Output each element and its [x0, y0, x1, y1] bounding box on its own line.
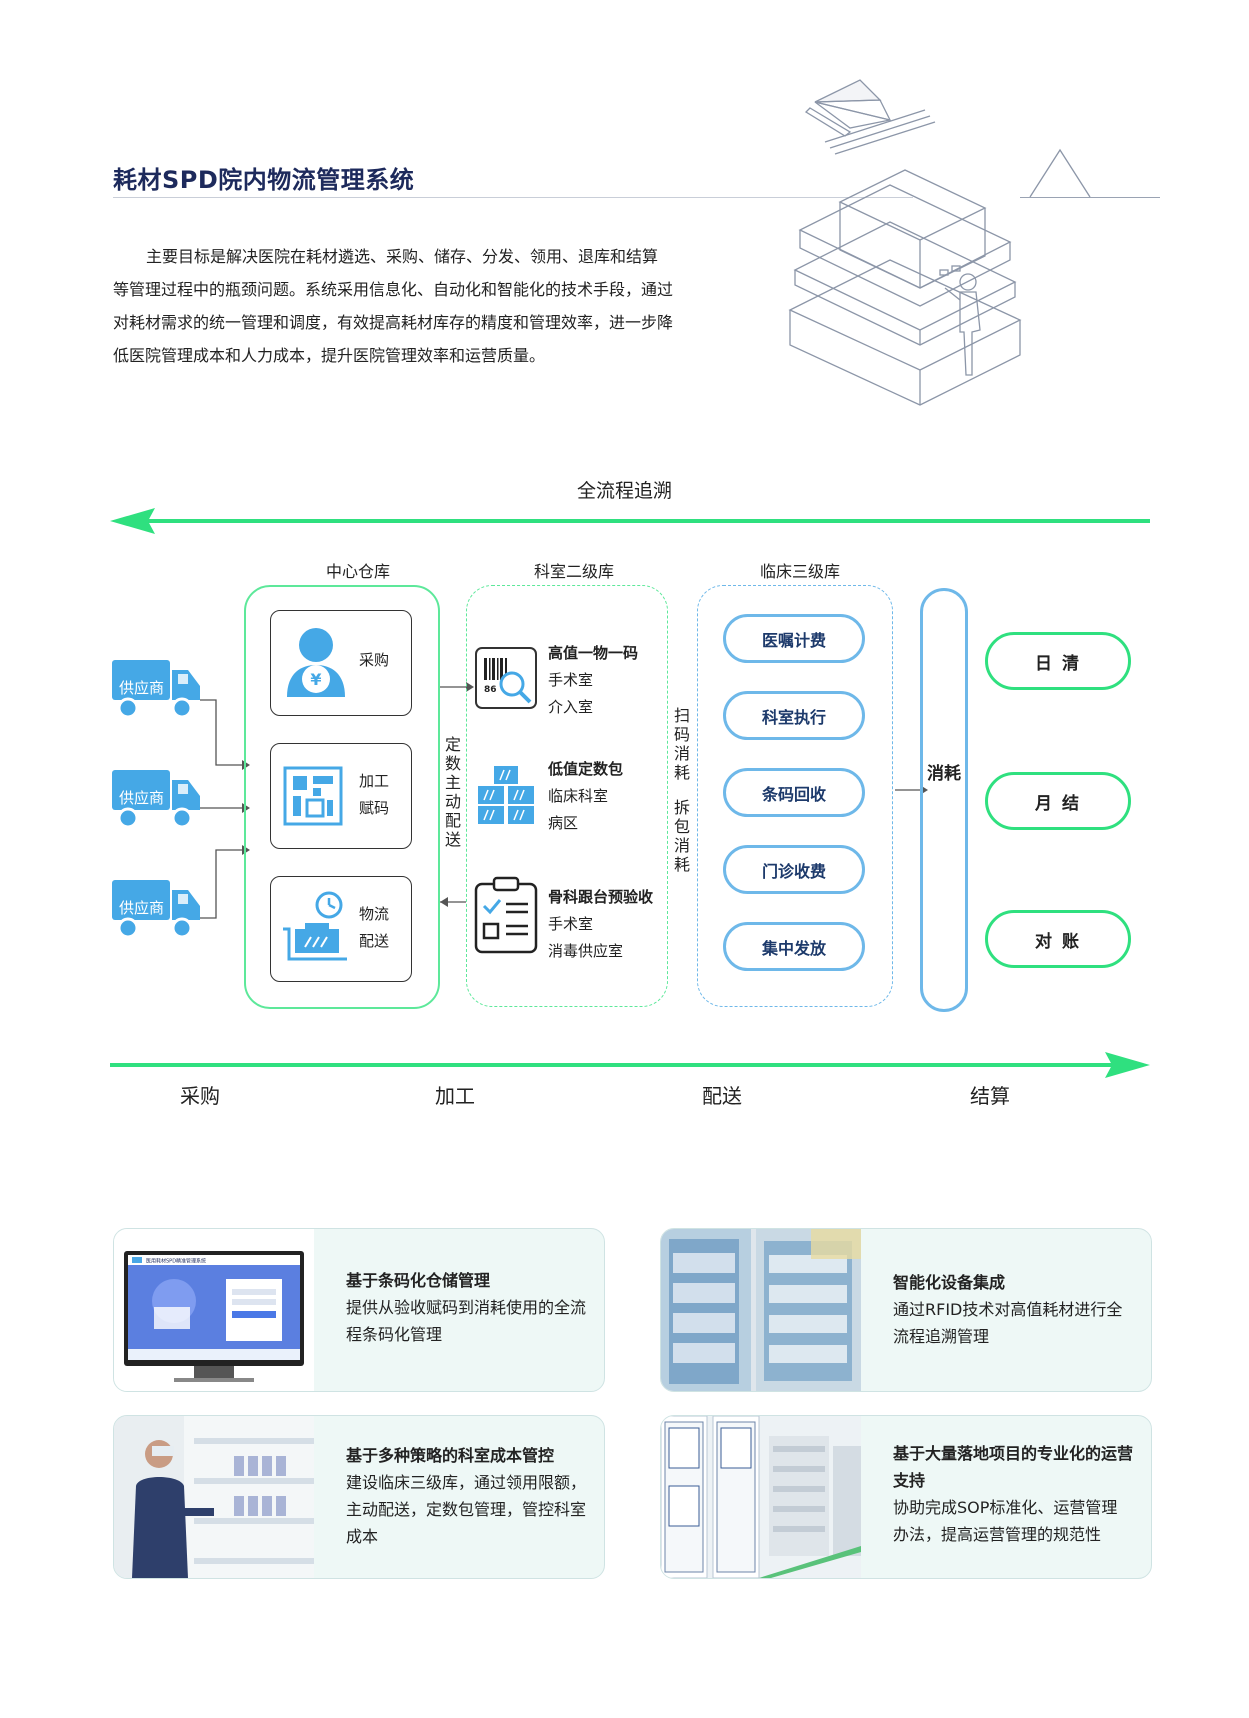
dept-item-high-value: 高值一物一码 手术室 介入室 — [548, 640, 638, 721]
isometric-warehouse-illustration — [788, 79, 1091, 406]
central-warehouse-box — [244, 585, 440, 1009]
unpack-consume-label: 拆包消耗 — [673, 798, 690, 874]
title-divider — [113, 197, 913, 198]
dept-warehouse-box — [466, 585, 668, 1007]
dept-item-line: 手术室 — [548, 915, 594, 933]
warehouse-worker-photo — [114, 1416, 314, 1578]
supplier-label: 供应商 — [119, 899, 165, 917]
smart-cabinet-photo — [661, 1229, 861, 1391]
clinical-warehouse-title: 临床三级库 — [759, 562, 840, 581]
dept-item-title: 骨科跟台预验收 — [548, 888, 654, 906]
clinical-warehouse-box — [697, 585, 893, 1007]
dept-warehouse-title: 科室二级库 — [533, 562, 614, 581]
consume-bar — [920, 588, 968, 1012]
feature-card-text: 基于多种策略的科室成本管控 建设临床三级库，通过领用限额，主动配送，定数包管理，… — [346, 1442, 586, 1550]
dept-item-line: 手术室 — [548, 671, 594, 689]
feature-card-title: 基于多种策略的科室成本管控 — [346, 1446, 555, 1465]
feature-card-desc: 通过RFID技术对高值耗材进行全流程追溯管理 — [893, 1300, 1123, 1346]
feature-card-operation-support: 基于大量落地项目的专业化的运营支持 协助完成SOP标准化、运营管理办法，提高运营… — [660, 1415, 1152, 1579]
purchase-item: ¥ 采购 — [270, 610, 412, 716]
dept-item-title: 低值定数包 — [548, 760, 624, 778]
feature-card-text: 基于条码化仓储管理 提供从验收赋码到消耗使用的全流程条码化管理 — [346, 1267, 586, 1348]
svg-text:¥: ¥ — [310, 670, 321, 689]
logistics-item: 物流配送 — [270, 876, 412, 982]
storage-room-photo — [661, 1416, 861, 1578]
feature-card-desc: 提供从验收赋码到消耗使用的全流程条码化管理 — [346, 1298, 587, 1344]
scan-consume-label: 扫码消耗 — [673, 706, 690, 782]
supplier-truck-icon — [112, 880, 200, 939]
settle-monthly: 月 结 — [985, 772, 1131, 830]
dept-item-title: 高值一物一码 — [548, 644, 639, 662]
clinical-item-dept-exec: 科室执行 — [723, 691, 865, 740]
flow-connectors — [200, 682, 928, 919]
feature-card-desc: 建设临床三级库，通过领用限额，主动配送，定数包管理，管控科室成本 — [346, 1473, 587, 1546]
feature-card-text: 智能化设备集成 通过RFID技术对高值耗材进行全流程追溯管理 — [893, 1269, 1133, 1350]
feature-card-desc: 协助完成SOP标准化、运营管理办法，提高运营管理的规范性 — [893, 1498, 1118, 1544]
feature-card-text: 基于大量落地项目的专业化的运营支持 协助完成SOP标准化、运营管理办法，提高运营… — [893, 1440, 1133, 1548]
feature-card-title: 基于条码化仓储管理 — [346, 1271, 491, 1290]
feature-card-smart-device: 智能化设备集成 通过RFID技术对高值耗材进行全流程追溯管理 — [660, 1228, 1152, 1392]
barcode-scan-icon: 86 — [475, 647, 537, 709]
consume-label: 消耗 — [927, 764, 961, 784]
package-boxes-icon — [478, 766, 534, 824]
monitor-screen-title: 医用耗材SPD精准管理系统 — [146, 1258, 206, 1265]
feature-card-title: 基于大量落地项目的专业化的运营支持 — [893, 1444, 1134, 1490]
clinical-item-central-dispense: 集中发放 — [723, 922, 865, 971]
purchase-label: 采购 — [359, 651, 390, 669]
processing-item: 加工赋码 — [270, 743, 412, 849]
supplier-truck-icon — [112, 660, 200, 719]
page-title: 耗材SPD院内物流管理系统 — [113, 166, 415, 194]
dept-item-line: 病区 — [548, 814, 579, 832]
delivery-label: 定数主动配送 — [444, 735, 461, 849]
process-arrow — [110, 1052, 1150, 1078]
dept-item-ortho: 骨科跟台预验收 手术室 消毒供应室 — [548, 884, 653, 965]
settle-reconcile: 对 账 — [985, 910, 1131, 968]
trace-label: 全流程追溯 — [576, 480, 672, 502]
trace-arrow — [110, 508, 1150, 534]
central-warehouse-title: 中心仓库 — [325, 562, 390, 581]
clinical-item-order-billing: 医嘱计费 — [723, 614, 865, 663]
supplier-label: 供应商 — [119, 679, 165, 697]
title-divider-right — [1020, 197, 1160, 198]
clinical-item-barcode-recycle: 条码回收 — [723, 768, 865, 817]
intro-paragraph: 主要目标是解决医院在耗材遴选、采购、储存、分发、领用、退库和结算等管理过程中的瓶… — [113, 247, 674, 365]
settle-daily: 日 清 — [985, 632, 1131, 690]
dept-item-line: 消毒供应室 — [548, 942, 624, 960]
logistics-label: 物流配送 — [359, 905, 390, 950]
logistics-icon — [283, 891, 347, 961]
feature-card-cost-control: 基于多种策略的科室成本管控 建设临床三级库，通过领用限额，主动配送，定数包管理，… — [113, 1415, 605, 1579]
dept-item-low-value: 低值定数包 临床科室 病区 — [548, 756, 623, 837]
processing-label: 加工赋码 — [359, 772, 390, 817]
monitor-screenshot-image: 医用耗材SPD精准管理系统 — [114, 1229, 314, 1391]
clinical-item-outpatient-fee: 门诊收费 — [723, 845, 865, 894]
stage-processing: 加工 — [435, 1084, 475, 1108]
svg-text:86: 86 — [484, 685, 497, 695]
feature-card-barcode: 医用耗材SPD精准管理系统 基于条码化仓储管理 提供从验收赋码到消耗使用的全流程… — [113, 1228, 605, 1392]
barcode-processing-icon — [283, 766, 343, 826]
supplier-truck-icon — [112, 770, 200, 829]
supplier-label: 供应商 — [119, 789, 165, 807]
checklist-clipboard-icon — [474, 876, 538, 954]
stage-purchase: 采购 — [180, 1084, 220, 1108]
stage-settlement: 结算 — [970, 1084, 1010, 1108]
purchase-icon: ¥ — [287, 628, 345, 697]
dept-item-line: 临床科室 — [548, 787, 609, 805]
stage-delivery: 配送 — [702, 1084, 742, 1108]
dept-item-line: 介入室 — [548, 698, 594, 716]
feature-card-title: 智能化设备集成 — [893, 1273, 1006, 1292]
